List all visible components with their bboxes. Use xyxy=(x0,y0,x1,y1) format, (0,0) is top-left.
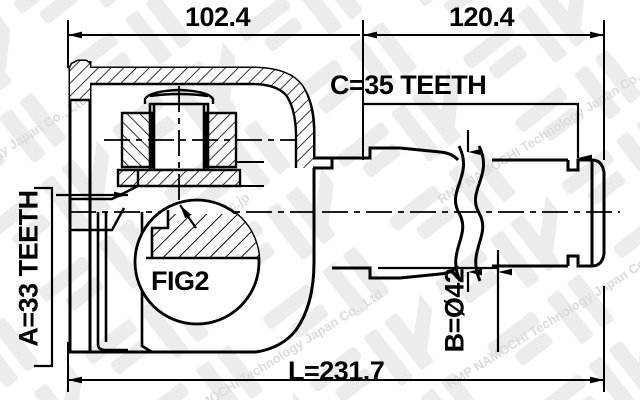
shaft-break-symbol xyxy=(453,145,486,282)
diameter-label-b: B=Ø42 xyxy=(439,268,470,353)
dimension-overall-length xyxy=(67,286,605,392)
bearing-cage-assembly xyxy=(104,86,296,200)
leader-a-teeth xyxy=(34,186,54,368)
dimension-label-120: 120.4 xyxy=(449,2,515,32)
fig2-leader-line xyxy=(179,204,197,229)
spline-label-a: A=33 TEETH xyxy=(13,190,44,347)
leader-c-teeth xyxy=(363,102,592,162)
housing-hatch-borders xyxy=(70,82,298,168)
dimension-120 xyxy=(362,20,605,160)
dimension-label-overall-length: L=231.7 xyxy=(288,356,385,386)
detail-callout-label: FIG2 xyxy=(151,266,210,296)
leader-b-diameter xyxy=(378,250,512,352)
output-shaft-profile xyxy=(332,146,606,280)
fig2-detail-circle xyxy=(133,198,261,326)
dimension-102 xyxy=(67,20,360,68)
dimension-label-102: 102.4 xyxy=(185,2,251,32)
spline-label-c: C=35 TEETH xyxy=(330,70,487,100)
housing-section-hatch xyxy=(70,61,313,168)
